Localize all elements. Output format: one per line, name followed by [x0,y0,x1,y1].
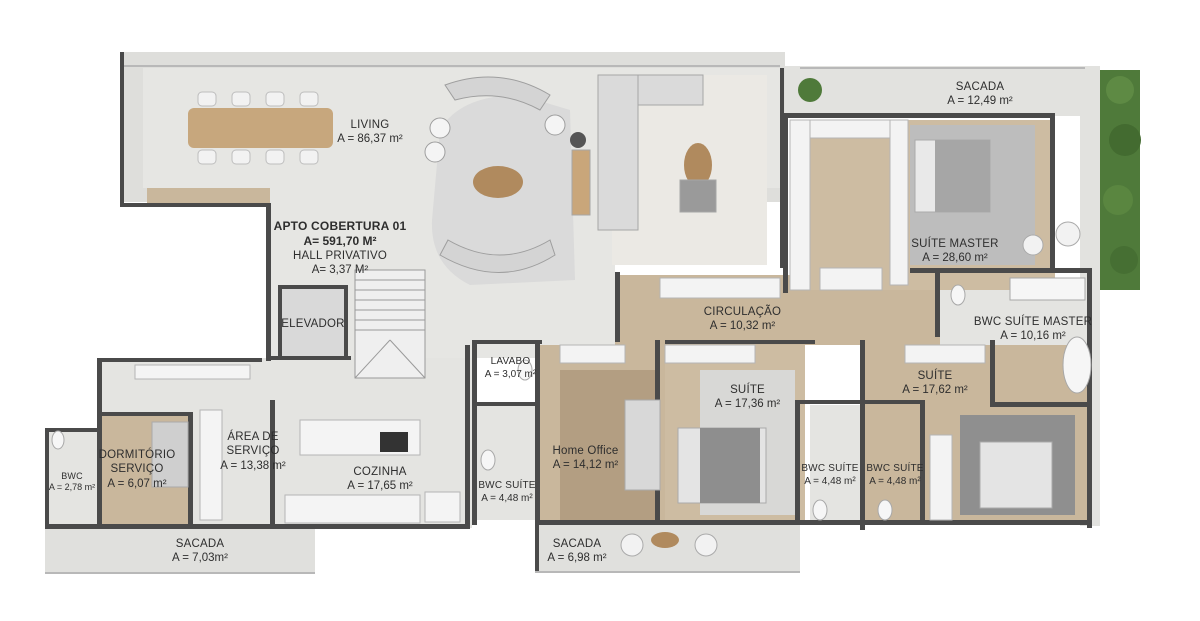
room-area: A = 2,78 m² [48,482,96,493]
room-name: BWC SUÍTE [801,463,859,474]
room-name: SACADA [175,538,225,550]
apartment-title: APTO COBERTURA 01 A= 591,70 M² [270,219,410,249]
room-area: A = 86,37 m² [337,133,403,146]
living-sofas [424,76,586,273]
room-label-living: LIVING A = 86,37 m² [320,118,420,147]
room-label-home-office: Home Office A = 14,12 m² [543,444,628,473]
dining-table [188,91,333,165]
room-name: HALL PRIVATIVO [293,250,387,262]
room-label-hall-privativo: HALL PRIVATIVO A= 3,37 M² [275,249,405,278]
room-label-cozinha: COZINHA A = 17,65 m² [330,465,430,494]
room-label-sacada-top: SACADA A = 12,49 m² [920,80,1040,109]
railings [45,65,1085,574]
room-area: A = 17,62 m² [902,384,968,397]
room-label-elevador: ELEVADOR [278,317,348,331]
room-label-sacada-servico: SACADA A = 7,03m² [150,537,250,566]
room-label-suite-2: SUÍTE A = 17,62 m² [885,369,985,398]
apartment-total-area: A= 591,70 M² [303,234,377,248]
room-name: BWC SUÍTE [866,463,924,474]
room-name: SUÍTE [730,384,765,396]
room-name: BWC SUÍTE [478,480,536,491]
elevator-shaft [282,289,344,356]
beds [151,139,1053,509]
balcony-chairs [620,221,1081,557]
room-name: COZINHA [353,466,407,478]
room-area: A = 17,65 m² [347,480,413,493]
room-label-bwc-suite-2: BWC SUÍTE A = 4,48 m² [800,463,860,488]
room-area: A = 4,48 m² [481,492,533,504]
room-area: A = 10,32 m² [709,320,776,333]
room-name: BWC [61,471,83,481]
room-name: LAVABO [490,356,531,367]
room-area: A = 6,98 m² [547,552,607,565]
bathroom-fixtures [51,277,1092,521]
room-area: A= 3,37 M² [311,264,369,277]
room-label-suite-1: SUÍTE A = 17,36 m² [700,383,795,412]
room-label-bwc-suite-master: BWC SUÍTE MASTER A = 10,16 m² [968,315,1098,344]
room-area: A = 7,03m² [172,552,228,565]
room-name: CIRCULAÇÃO [703,306,782,318]
room-area: A = 12,49 m² [947,95,1013,108]
room-name: Home Office [552,445,619,457]
room-label-bwc-suite-3: BWC SUÍTE A = 4,48 m² [865,463,925,488]
room-label-bwc-servico: BWC A = 2,78 m² [46,471,98,494]
kitchen-counters [134,364,461,524]
plant-planter [798,70,1141,290]
room-area: A = 4,48 m² [869,475,921,487]
room-area: A = 14,12 m² [552,459,619,472]
wardrobes [559,119,986,521]
apartment-title-text: APTO COBERTURA 01 [273,219,407,233]
room-name: SACADA [955,81,1005,93]
l-sofa [571,74,717,231]
room-label-bwc-suite-1: BWC SUÍTE A = 4,48 m² [476,480,538,505]
room-label-suite-master: SUÍTE MASTER A = 28,60 m² [900,237,1010,266]
room-name: SACADA [552,538,602,550]
room-label-lavabo: LAVABO A = 3,07 m² [478,356,543,381]
room-area: A = 4,48 m² [804,475,856,487]
stairs [354,269,426,379]
room-name: DORMITÓRIO SERVIÇO [98,449,176,476]
room-area: A = 6,07 m² [107,477,167,490]
room-name: ÁREA DE SERVIÇO [226,431,280,458]
room-label-circulacao: CIRCULAÇÃO A = 10,32 m² [685,305,800,334]
room-name: BWC SUÍTE MASTER [973,316,1093,328]
room-area: A = 28,60 m² [922,252,988,265]
room-name: LIVING [350,119,390,131]
room-area: A = 10,16 m² [1000,330,1066,343]
room-area: A = 3,07 m² [484,368,537,380]
room-name: ELEVADOR [281,318,345,330]
room-label-area-de-servico: ÁREA DE SERVIÇO A = 13,38 m² [208,430,298,473]
room-area: A = 17,36 m² [714,398,781,411]
room-name: SUÍTE [917,370,953,382]
room-area: A = 13,38 m² [220,459,286,472]
room-label-dormitorio-servico: DORMITÓRIO SERVIÇO A = 6,07 m² [97,448,177,491]
room-label-sacada-suites: SACADA A = 6,98 m² [532,537,622,566]
room-name: SUÍTE MASTER [911,238,999,250]
